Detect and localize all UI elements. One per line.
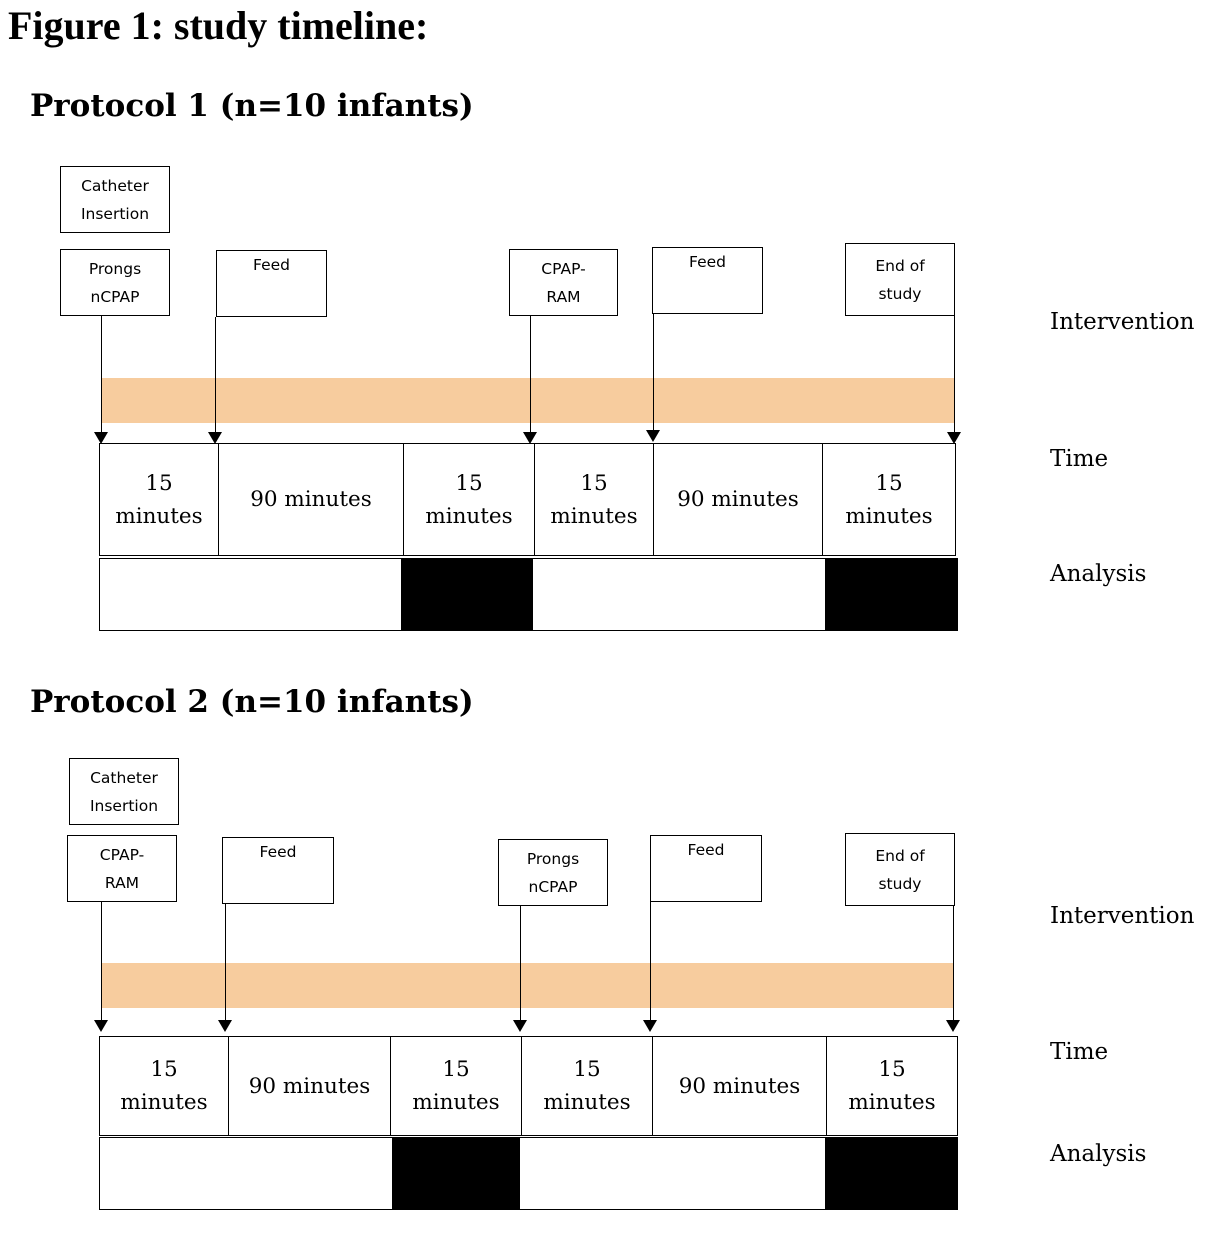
intervention-cpap-ram: CPAP- RAM (509, 249, 618, 316)
intervention-prongs-ncpap: Prongs nCPAP (60, 249, 170, 316)
timeline-marker-line (101, 316, 102, 433)
timeline-marker-line (653, 314, 654, 433)
analysis-window (825, 559, 957, 630)
intervention-catheter-insertion: Catheter Insertion (60, 166, 170, 233)
intervention-end-of-study: End of study (845, 243, 955, 316)
figure-title: Figure 1: study timeline: (8, 3, 429, 48)
time-segments-row: 15 minutes 90 minutes 15 minutes 15 minu… (99, 1036, 958, 1136)
analysis-row (99, 1137, 958, 1210)
intervention-prongs-ncpap: Prongs nCPAP (498, 839, 608, 906)
intervention-band (101, 963, 953, 1008)
intervention-end-of-study: End of study (845, 833, 955, 906)
timeline-marker-line (650, 902, 651, 1021)
time-segment: 15 minutes (390, 1037, 521, 1135)
time-segment: 90 minutes (218, 444, 403, 555)
down-arrow-icon (208, 432, 222, 444)
intervention-row-label: Intervention (1050, 309, 1195, 335)
timeline-marker-line (225, 904, 226, 1021)
timeline-marker-line (530, 316, 531, 433)
time-segments-row: 15 minutes 90 minutes 15 minutes 15 minu… (99, 443, 956, 556)
analysis-window (401, 559, 533, 630)
time-segment: 15 minutes (403, 444, 534, 555)
timeline-marker-line (954, 316, 955, 433)
time-segment: 15 minutes (534, 444, 653, 555)
down-arrow-icon (523, 432, 537, 444)
time-segment: 15 minutes (115, 470, 203, 529)
protocol-2-title: Protocol 2 (n=10 infants) (30, 684, 474, 720)
timeline-marker-line (215, 317, 216, 433)
time-segment: 90 minutes (653, 444, 822, 555)
time-row-label: Time (1050, 446, 1109, 472)
intervention-feed: Feed (222, 837, 334, 904)
timeline-marker-line (520, 906, 521, 1021)
time-segment: 15 minutes (826, 1037, 957, 1135)
timeline-marker-line (101, 902, 102, 1021)
intervention-cpap-ram: CPAP- RAM (67, 835, 177, 902)
intervention-row-label: Intervention (1050, 903, 1195, 929)
analysis-window (825, 1138, 957, 1209)
down-arrow-icon (513, 1020, 527, 1032)
protocol-1-title: Protocol 1 (n=10 infants) (30, 88, 474, 124)
time-segment: 15 minutes (120, 1057, 208, 1115)
time-row-label: Time (1050, 1039, 1109, 1065)
down-arrow-icon (646, 430, 660, 442)
time-segment: 15 minutes (521, 1037, 652, 1135)
down-arrow-icon (643, 1020, 657, 1032)
intervention-band (101, 378, 955, 423)
down-arrow-icon (946, 1020, 960, 1032)
down-arrow-icon (94, 432, 108, 444)
analysis-row (99, 558, 958, 631)
down-arrow-icon (947, 432, 961, 444)
analysis-row-label: Analysis (1050, 561, 1147, 587)
intervention-feed: Feed (652, 247, 763, 314)
intervention-feed: Feed (650, 835, 762, 902)
analysis-row-label: Analysis (1050, 1141, 1147, 1167)
analysis-window (392, 1138, 520, 1209)
time-segment: 90 minutes (652, 1037, 826, 1135)
time-segment: 15 minutes (822, 444, 955, 555)
timeline-marker-line (953, 906, 954, 1021)
intervention-catheter-insertion: Catheter Insertion (69, 758, 179, 825)
down-arrow-icon (218, 1020, 232, 1032)
intervention-feed: Feed (216, 250, 327, 317)
down-arrow-icon (94, 1020, 108, 1032)
time-segment: 90 minutes (228, 1037, 390, 1135)
